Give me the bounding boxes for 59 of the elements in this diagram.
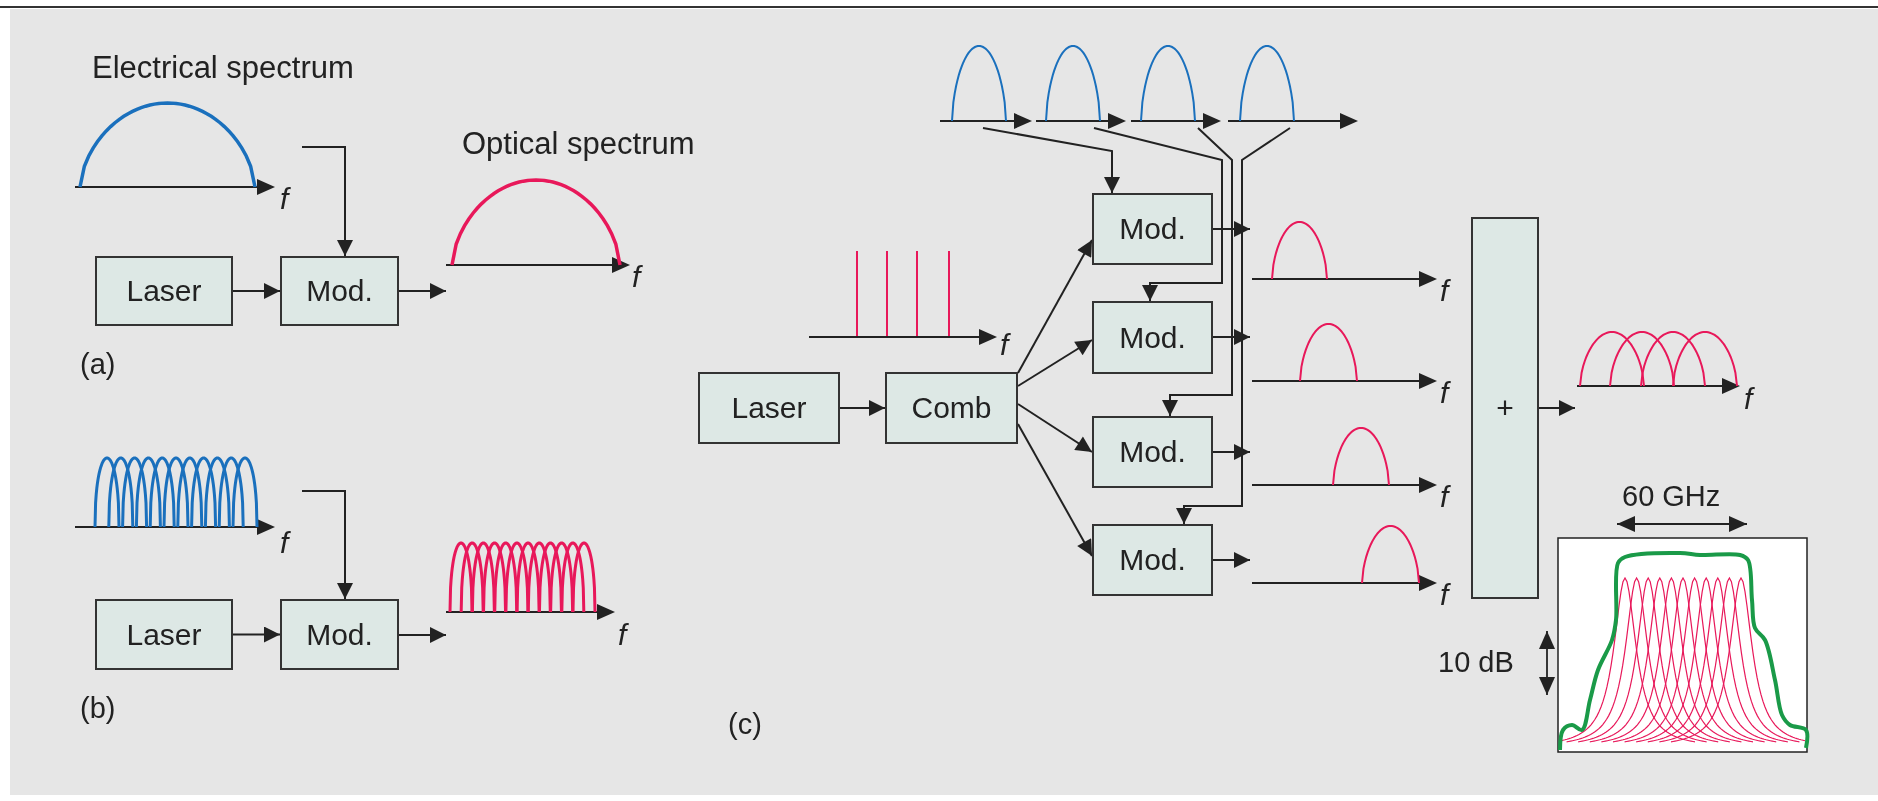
arrow <box>1212 221 1251 237</box>
process-box <box>885 372 1018 444</box>
axis-label: f <box>632 262 641 292</box>
axis-label: f <box>280 184 289 214</box>
process-box <box>1092 524 1213 596</box>
process-box <box>95 256 233 326</box>
box-label: Mod. <box>1119 320 1186 355</box>
box-label: Laser <box>731 391 807 425</box>
arrow <box>1017 403 1093 453</box>
arrow <box>398 627 447 643</box>
arrow <box>1017 239 1093 374</box>
arrow <box>1017 423 1093 557</box>
panel-label: (c) <box>728 710 762 739</box>
arrow <box>301 146 353 257</box>
arrow <box>1212 552 1251 568</box>
process-box <box>1092 301 1213 374</box>
box-label: Mod. <box>306 617 373 652</box>
box-label: Mod. <box>306 274 373 308</box>
box-label: Comb <box>911 391 992 425</box>
arrow <box>1162 127 1233 417</box>
spectrum-heading: Optical spectrum <box>462 128 695 159</box>
box-label: Laser <box>126 274 202 308</box>
box-label: Mod. <box>1119 543 1186 577</box>
axis-label: f <box>618 620 627 650</box>
arrow <box>1212 329 1251 345</box>
process-box <box>1092 193 1213 265</box>
arrow <box>1093 127 1223 302</box>
process-box <box>95 599 233 670</box>
arrow <box>232 283 281 299</box>
axis-label: f <box>1744 384 1753 414</box>
arrow <box>1017 339 1093 387</box>
box-label: Mod. <box>1119 435 1186 469</box>
panel-label: (a) <box>80 350 116 379</box>
axis-label: f <box>1440 482 1449 512</box>
box-label: Mod. <box>1119 212 1186 246</box>
dimension-label: 10 dB <box>1438 648 1514 677</box>
spectrum-heading: Electrical spectrum <box>92 52 354 83</box>
arrow <box>398 283 447 299</box>
arrow <box>982 127 1120 194</box>
box-label: + <box>1496 391 1514 425</box>
process-box <box>280 599 399 670</box>
arrow <box>1176 127 1291 525</box>
arrow <box>1538 400 1576 416</box>
axis-label: f <box>1440 276 1449 306</box>
arrow <box>1212 444 1251 460</box>
process-box <box>1092 416 1213 488</box>
axis-label: f <box>1000 330 1009 360</box>
arrow <box>301 490 353 600</box>
dimension-label: 60 GHz <box>1622 482 1721 511</box>
box-label: Laser <box>126 617 202 652</box>
axis-label: f <box>1440 378 1449 408</box>
axis-label: f <box>280 528 289 558</box>
process-box <box>1471 217 1539 599</box>
panel-label: (b) <box>80 694 116 723</box>
process-box <box>698 372 840 444</box>
arrow <box>839 400 886 416</box>
arrow <box>232 626 281 643</box>
axis-label: f <box>1440 580 1449 610</box>
process-box <box>280 256 399 326</box>
